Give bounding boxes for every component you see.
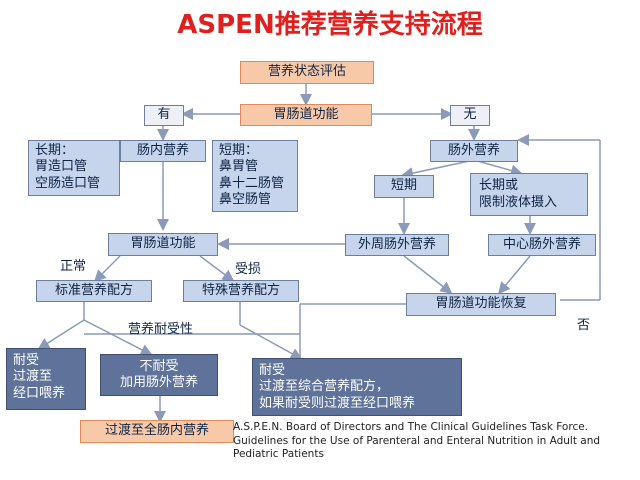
node-tolerate-full: 耐受 过渡至综合营养配方， 如果耐受则过渡至经口喂养 (252, 358, 462, 416)
node-full-enteral: 过渡至全肠内营养 (80, 420, 234, 443)
node-tolerate-oral: 耐受 过渡至 经口喂养 (6, 348, 86, 410)
node-peripheral: 外周肠外营养 (345, 234, 449, 256)
label-no: 否 (577, 318, 591, 333)
page-title: ASPEN推荐营养支持流程 (177, 10, 483, 40)
label-impaired: 受损 (235, 262, 262, 277)
node-gi-function-top: 胃肠道功能 (240, 104, 372, 126)
node-gi-function-mid: 胃肠道功能 (108, 233, 218, 256)
node-parenteral: 肠外营养 (430, 140, 518, 162)
reference-citation: A.S.P.E.N. Board of Directors and The Cl… (233, 421, 601, 461)
node-enteral: 肠内营养 (120, 140, 206, 162)
node-short: 短期 (374, 175, 434, 198)
node-short-term-access: 短期： 鼻胃管 鼻十二肠管 鼻空肠管 (212, 140, 298, 212)
node-assess: 营养状态评估 (240, 61, 374, 84)
label-tolerance: 营养耐受性 (128, 322, 194, 337)
node-special-formula: 特殊营养配方 (183, 280, 299, 302)
node-yes: 有 (144, 105, 184, 126)
node-central: 中心肠外营养 (488, 234, 596, 256)
node-long-or-limited: 长期或 限制液体摄入 (470, 173, 588, 216)
node-long-term-access: 长期： 胃造口管 空肠造口管 (28, 140, 120, 196)
label-normal: 正常 (60, 259, 87, 274)
node-standard-formula: 标准营养配方 (36, 280, 152, 302)
node-gi-recovery: 胃肠道功能恢复 (406, 293, 556, 316)
node-intolerant: 不耐受 加用肠外营养 (100, 354, 218, 396)
node-no: 无 (450, 105, 490, 126)
